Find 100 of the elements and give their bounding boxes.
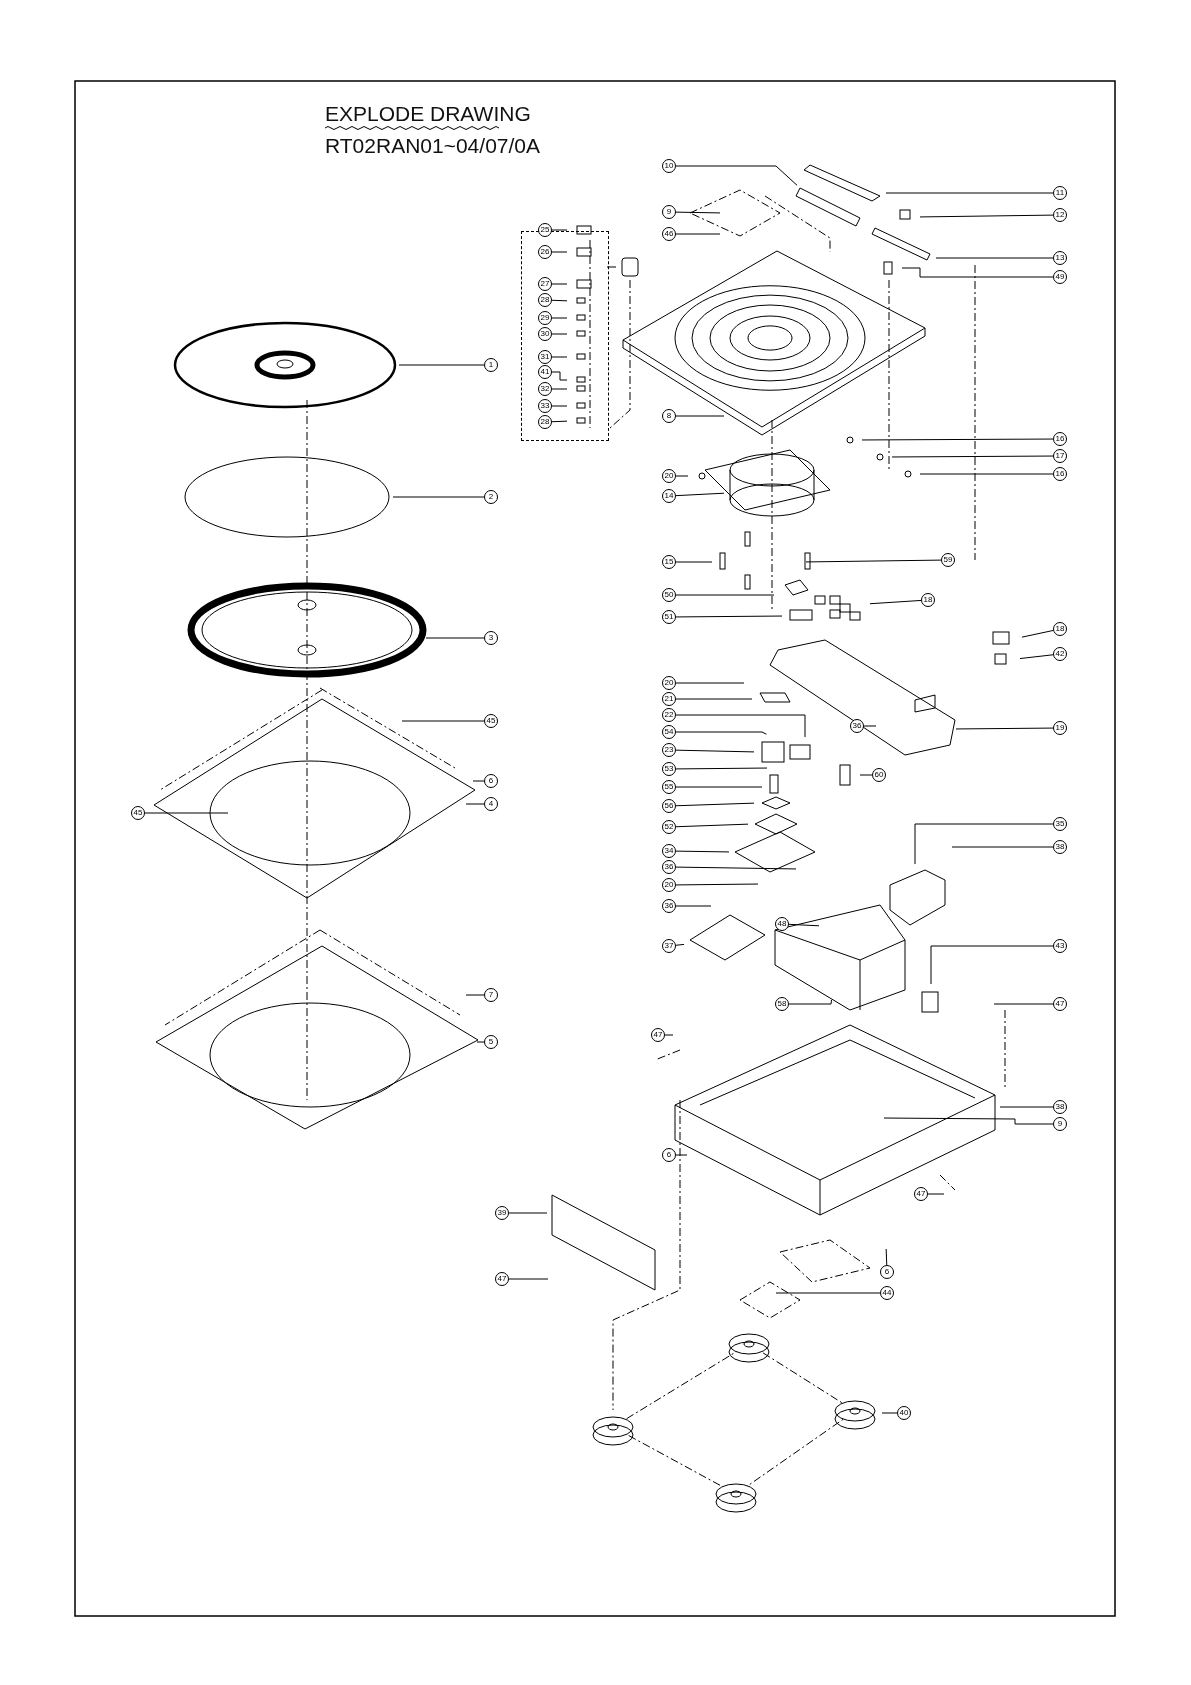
leader-line — [891, 455, 1054, 458]
drawing-number: RT02RAN01~04/07/0A — [325, 134, 540, 158]
callout-number: 6 — [484, 774, 498, 788]
leader-line — [551, 283, 568, 285]
callout-number: 15 — [662, 555, 676, 569]
leader-line — [859, 774, 873, 776]
leader-line — [551, 317, 568, 319]
callout-number: 51 — [662, 610, 676, 624]
leader-line — [675, 905, 712, 907]
leader-line — [401, 720, 485, 722]
leader-line — [551, 229, 568, 231]
leader-line — [675, 233, 721, 235]
callout-number: 28 — [538, 293, 552, 307]
leader-line — [675, 883, 759, 886]
leader-line — [551, 388, 568, 390]
leader-line — [675, 415, 725, 417]
callout-number: 53 — [662, 762, 676, 776]
callout-number: 28 — [538, 415, 552, 429]
leader-line — [675, 682, 745, 684]
leader-line — [675, 943, 685, 946]
leader-line — [675, 615, 783, 618]
callout-number: 29 — [538, 311, 552, 325]
callout-number: 47 — [495, 1272, 509, 1286]
leader-line — [775, 1292, 881, 1294]
callout-number: 45 — [131, 806, 145, 820]
leader-line — [551, 371, 568, 381]
leader-line — [930, 945, 1054, 985]
leader-line — [675, 749, 755, 753]
callout-number: 13 — [1053, 251, 1067, 265]
callout-number: 18 — [921, 593, 935, 607]
leader-line — [551, 251, 568, 253]
leader-line — [551, 333, 568, 335]
callout-number: 20 — [662, 469, 676, 483]
callout-number: 7 — [484, 988, 498, 1002]
leader-line — [675, 698, 753, 700]
callout-number: 59 — [941, 553, 955, 567]
callout-number: 2 — [484, 490, 498, 504]
callout-number: 32 — [538, 382, 552, 396]
leader-line — [675, 731, 767, 735]
callout-number: 30 — [538, 327, 552, 341]
leader-line — [861, 438, 1054, 441]
callout-number: 10 — [662, 159, 676, 173]
callout-number: 56 — [662, 799, 676, 813]
leader-line — [955, 727, 1054, 730]
callout-number: 52 — [662, 820, 676, 834]
callout-number: 8 — [662, 409, 676, 423]
leader-line — [551, 356, 568, 358]
callout-number: 46 — [662, 227, 676, 241]
callout-number: 16 — [1053, 432, 1067, 446]
callout-number: 16 — [1053, 467, 1067, 481]
leader-line — [675, 823, 749, 828]
leader-line — [885, 1248, 888, 1266]
callout-number: 35 — [1053, 817, 1067, 831]
callout-number: 50 — [662, 588, 676, 602]
callout-number: 21 — [662, 692, 676, 706]
leader-line — [508, 1212, 548, 1214]
leader-line — [508, 1278, 549, 1280]
callout-number: 12 — [1053, 208, 1067, 222]
leader-line — [999, 1106, 1054, 1108]
callout-number: 23 — [662, 743, 676, 757]
leader-line — [788, 999, 832, 1005]
leader-line — [465, 803, 485, 805]
callout-number: 25 — [538, 223, 552, 237]
callout-number: 14 — [662, 489, 676, 503]
leader-line — [551, 299, 568, 302]
leader-line — [675, 850, 730, 853]
callout-number: 38 — [1053, 840, 1067, 854]
leader-line — [675, 1154, 688, 1156]
leader-line — [788, 923, 820, 927]
leader-line — [392, 496, 485, 498]
callout-number: 22 — [662, 708, 676, 722]
leader-line — [675, 211, 721, 214]
callout-number: 47 — [914, 1187, 928, 1201]
leader-line — [901, 267, 1054, 278]
callout-number: 49 — [1053, 270, 1067, 284]
leader-line — [675, 866, 797, 870]
leader-line — [476, 1041, 485, 1043]
callout-number: 31 — [538, 350, 552, 364]
leader-line — [398, 364, 485, 366]
callout-number: 27 — [538, 277, 552, 291]
leader-line — [885, 192, 1054, 194]
callout-number: 9 — [1053, 1117, 1067, 1131]
callout-number: 6 — [662, 1148, 676, 1162]
leader-line — [1019, 654, 1054, 660]
leader-line — [606, 266, 617, 268]
leader-line — [919, 473, 1054, 475]
leader-line — [472, 780, 485, 782]
leader-line — [927, 1193, 945, 1195]
callout-number: 6 — [880, 1265, 894, 1279]
callout-number: 34 — [662, 844, 676, 858]
callout-number: 48 — [775, 917, 789, 931]
leader-line — [935, 257, 1054, 259]
callout-number: 43 — [1053, 939, 1067, 953]
callout-number: 18 — [1053, 622, 1067, 636]
callout-number: 26 — [538, 245, 552, 259]
callout-number: 36 — [850, 719, 864, 733]
callout-number: 5 — [484, 1035, 498, 1049]
callout-number: 20 — [662, 676, 676, 690]
leader-line — [919, 214, 1054, 218]
callout-number: 33 — [538, 399, 552, 413]
